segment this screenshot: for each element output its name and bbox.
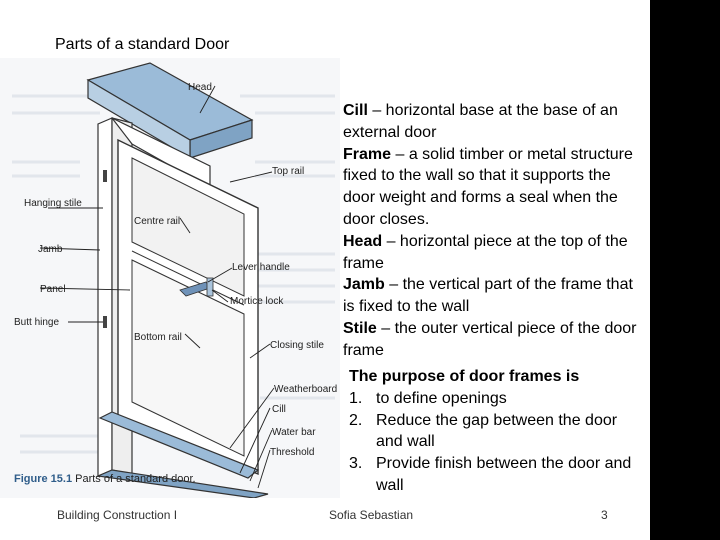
cill [95, 469, 269, 498]
label-water-bar: Water bar [272, 427, 316, 438]
right-black-bar [650, 0, 720, 540]
definition-text: – a solid timber or metal structure fixe… [343, 145, 633, 228]
label-weatherboard: Weatherboard [274, 384, 337, 395]
butt-hinge-bottom [103, 316, 107, 328]
label-cill: Cill [272, 404, 286, 415]
label-hanging-stile: Hanging stile [24, 198, 82, 209]
label-lever-handle: Lever handle [232, 262, 290, 273]
label-centre-rail: Centre rail [134, 216, 180, 227]
background-text-lines [12, 94, 335, 454]
label-mortice-lock: Mortice lock [230, 296, 284, 307]
figure-caption-number: Figure 15.1 [14, 473, 72, 485]
purpose-block: The purpose of door frames is 1. to defin… [349, 366, 644, 497]
centre-rail-line [131, 250, 245, 306]
footer-course: Building Construction I [57, 508, 178, 522]
label-closing-stile: Closing stile [270, 340, 324, 351]
figure-caption: Figure 15.1 Parts of a standard door. [14, 473, 196, 485]
label-butt-hinge: Butt hinge [14, 317, 59, 328]
label-threshold: Threshold [270, 447, 314, 458]
definition-text: – horizontal piece at the top of the fra… [343, 232, 628, 272]
label-bottom-rail: Bottom rail [134, 332, 182, 343]
mortice-lock [206, 277, 214, 297]
definition-stile: Stile – the outer vertical piece of the … [343, 318, 643, 362]
leader-lines [39, 85, 275, 489]
slide-title: Parts of a standard Door [55, 36, 230, 53]
list-number: 1. [349, 389, 363, 407]
purpose-heading: The purpose of door frames is [349, 368, 580, 385]
label-top-rail: Top rail [272, 166, 304, 177]
weatherboard [98, 411, 260, 479]
door-diagram: Head Top rail Hanging stile Centre rail … [0, 58, 340, 498]
definitions-block: Cill – horizontal base at the base of an… [343, 100, 643, 362]
list-text: to define openings [376, 389, 507, 407]
definition-term: Cill [343, 102, 368, 119]
label-panel: Panel [40, 284, 66, 295]
footer-author: Sofia Sebastian [329, 508, 414, 522]
definition-term: Head [343, 232, 383, 250]
list-number: 2. [349, 411, 363, 429]
definition-text: – the vertical part of the frame that is… [343, 276, 633, 316]
purpose-list: 1. to define openings 2. Reduce the gap be… [349, 388, 644, 497]
definition-head: Head – horizontal piece at the top of th… [343, 231, 643, 275]
slide: Parts of a standard Door [0, 36, 644, 522]
label-jamb: Jamb [38, 244, 63, 255]
list-text: Reduce the gap between the door and wall [376, 411, 618, 451]
upper-glass [131, 157, 245, 297]
definition-jamb: Jamb – the vertical part of the frame th… [343, 274, 643, 318]
list-item: 1. to define openings [349, 388, 644, 410]
definition-cill: Cill – horizontal base at the base of an… [343, 100, 643, 144]
definition-term: Frame [343, 145, 392, 163]
list-item: 2. Reduce the gap between the door and wa… [349, 410, 644, 454]
definition-term: Jamb [343, 276, 385, 294]
definition-text: – horizontal base at the base of an exte… [343, 102, 618, 141]
definition-term: Stile [343, 319, 377, 337]
figure-caption-text: Parts of a standard door. [72, 473, 196, 485]
label-head: Head [188, 82, 212, 93]
footer-page-number: 3 [601, 508, 608, 522]
list-item: 3. Provide finish between the door and wa… [349, 453, 644, 497]
list-text: Provide finish between the door and wall [376, 455, 632, 494]
butt-hinge-top [103, 170, 107, 182]
definition-frame: Frame – a solid timber or metal structur… [343, 144, 643, 231]
list-number: 3. [349, 455, 363, 473]
definition-text: – the outer vertical piece of the door f… [343, 319, 637, 359]
